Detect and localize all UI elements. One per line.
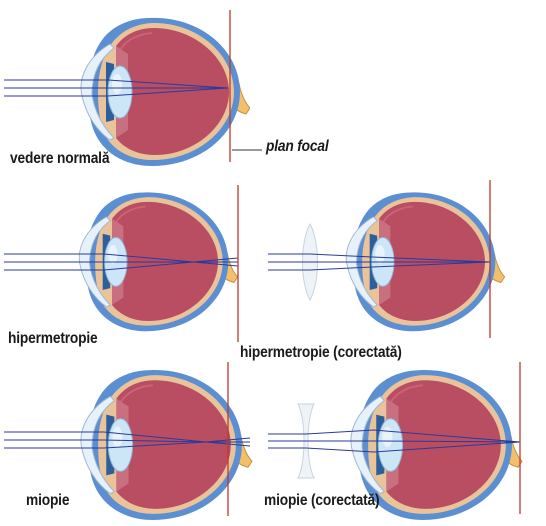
label-normal-vision: vedere normală [10, 150, 110, 167]
panel-normal [4, 10, 262, 167]
label-focal-plane: plan focal [266, 138, 329, 155]
rays-myopia-corrected [268, 429, 521, 453]
label-hyperopia: hipermetropie [8, 330, 98, 347]
panel-myopia [4, 362, 254, 522]
eye-myopia [79, 368, 254, 522]
rays-normal [4, 79, 229, 97]
rays-hyperopia-corrected [268, 253, 491, 271]
rays-hyperopia [4, 253, 239, 271]
panel-hyperopia [4, 185, 239, 342]
label-myopia-corrected: miopie (corectată) [264, 492, 380, 509]
panel-hyperopia-corrected [268, 180, 505, 338]
panel-myopia-corrected [268, 362, 524, 522]
label-myopia: miopie [26, 492, 70, 509]
label-hyperopia-corrected: hipermetropie (corectată) [240, 344, 402, 361]
